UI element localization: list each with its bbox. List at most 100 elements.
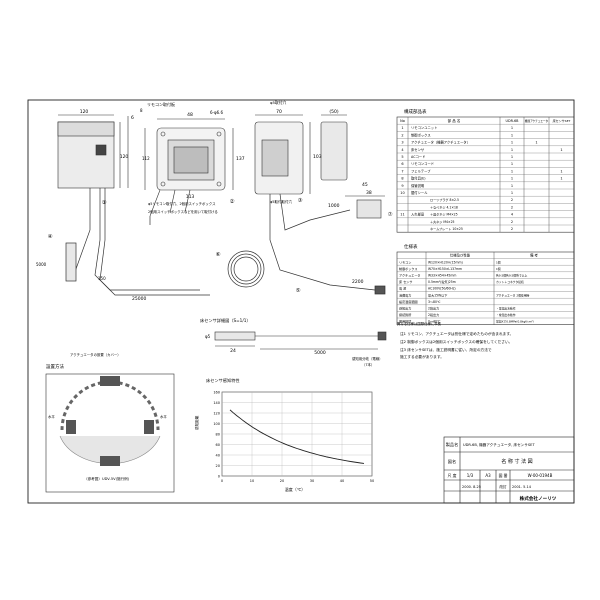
- spec-row-remark: 各9.5個各9.5個所で以上: [496, 274, 527, 278]
- parts-group-no: 11: [400, 213, 404, 217]
- callout-2: ②: [230, 198, 235, 205]
- parts-row-name: 取付具(E): [411, 176, 426, 181]
- graph-ylabel: 感知距離: [194, 415, 199, 430]
- parts-row-q3: 1: [560, 177, 562, 181]
- cable-len-25000: 25000: [132, 296, 146, 302]
- remote-dim-height: 120: [120, 154, 129, 160]
- graph-ytick: 20: [216, 464, 220, 468]
- graph-ytick: 0: [218, 475, 220, 479]
- tb-date2: 2001. 5.14: [512, 485, 532, 489]
- tb-product-label: 製品名: [446, 441, 459, 448]
- spec-row-remark: 常温Kで0.8MPa(0.8kgf/cm²): [496, 320, 534, 324]
- install-title: 設置方法: [46, 363, 64, 370]
- spec-row-spec: W120×H120×(15mm): [428, 260, 463, 264]
- callout-6: ⑥: [216, 252, 221, 258]
- spec-row-spec: W70×H150×L137mm: [428, 267, 462, 271]
- callout-circles: ① ② ③ ④ ⑤ ⑥ ⑦: [48, 198, 393, 294]
- parts-head-col2: 機器アクチュエータ: [525, 119, 549, 123]
- graph-ytick: 140: [213, 401, 220, 405]
- parts-row-q2: 1: [535, 141, 537, 145]
- box-dim-48: 48: [187, 112, 193, 118]
- parts-row-name: アクチュエータ（機器アクチュエータ）: [411, 140, 470, 145]
- spec-row-spec: 2段出力: [428, 306, 439, 311]
- parts-row-name: 保管説明: [411, 183, 425, 188]
- note-2: 注2 制御ボックスは2個用スイッチボックスの確保をしてください。: [400, 339, 512, 344]
- spec-row-remark: ・常温出水動作: [496, 307, 516, 311]
- spec-table-title: 仕様表: [404, 243, 418, 250]
- spec-row-cat: リモコン: [399, 260, 411, 264]
- parts-row-q1: 1: [511, 191, 513, 195]
- graph-ytick: 160: [213, 391, 220, 395]
- control-box-label: リモコン取付板: [147, 101, 175, 107]
- parts-sub-q: 2: [511, 205, 513, 209]
- spec-row-cat: 制御ボックス: [399, 266, 417, 271]
- callout-7: ⑦: [388, 211, 393, 218]
- spec-footnote: 異なる仕様は国際仕様に準拠: [397, 321, 442, 326]
- install-top-note: アクチュエータの設置（カバー）: [70, 352, 121, 357]
- graph-xtick: 40: [340, 479, 344, 483]
- sensor-dim-phi: φ5: [205, 334, 211, 339]
- tb-drawing-label: 図名: [448, 458, 456, 465]
- parts-row-q1: 1: [511, 126, 513, 130]
- tb-scale: 1/3: [467, 473, 474, 478]
- spec-head-remark: 備 考: [530, 253, 538, 258]
- spec-row-remark: アクチュエータ 2個使用時: [496, 293, 529, 297]
- control-box-drawing: [144, 118, 234, 217]
- spec-row-cat: 電 源: [399, 286, 406, 291]
- parts-row-q1: 1: [511, 162, 513, 166]
- actuator-drawing: [254, 114, 385, 219]
- box-note-1: φ5リモコン取付穴、2個用スイッチボックス: [148, 201, 216, 206]
- graph-xtick: 0: [221, 479, 223, 483]
- parts-row-q3: 1: [560, 169, 562, 173]
- cable-lines: [65, 188, 386, 296]
- cable-len-150: 150: [98, 276, 106, 281]
- parts-row-name: ACコード: [411, 155, 425, 159]
- parts-row-no: 4: [401, 148, 404, 152]
- remote-dim-width: 120: [80, 109, 89, 115]
- install-right-label: 水平: [160, 414, 167, 419]
- cable-len-2200: 2200: [352, 279, 364, 285]
- parts-row-no: 8: [401, 177, 403, 181]
- spec-row-cat: 設定温度範囲: [399, 299, 418, 304]
- parts-row-name: フェルテープ: [411, 168, 431, 173]
- notes: 注1 リモコン、アクチュエータは別仕様で定めたものが含まれます。 注2 制御ボッ…: [400, 331, 513, 359]
- graph-xtick: 10: [250, 479, 254, 483]
- parts-row-name: リモコンユニット: [411, 126, 437, 130]
- graph-curve: [229, 409, 365, 464]
- cable-len-5000: 5000: [36, 262, 47, 267]
- parts-row-q1: 1: [511, 148, 513, 152]
- parts-row-name: 床センサ: [411, 147, 425, 152]
- parts-table-title: 構成部品表: [404, 108, 427, 115]
- note-4: 施工する必要があります。: [400, 354, 444, 359]
- graph-xtick: 20: [280, 479, 284, 483]
- note-3: 注3 床センサSETは、施工説明書に従い、所定の方法で: [400, 347, 492, 352]
- parts-sub-name: ＋皿タネジ M4×25: [430, 212, 458, 217]
- act-dim-45: 45: [362, 182, 368, 188]
- act-dim-103: 103: [313, 154, 322, 160]
- parts-row-no: 10: [400, 191, 404, 195]
- parts-row-q1: 1: [511, 133, 513, 137]
- callout-5: ⑤: [296, 288, 301, 294]
- graph-ytick: 40: [216, 454, 220, 458]
- parts-row-q1: 1: [511, 155, 513, 159]
- box-note-2: 2個用スイッチボックスなどを用いて取付ける: [148, 209, 218, 214]
- tb-number-label: 図 番: [499, 473, 508, 478]
- parts-row-q1: 1: [511, 177, 513, 181]
- install-diagram: [45, 373, 175, 493]
- callout-1: ①: [102, 200, 107, 206]
- tb-date1: 2000. 8.25: [462, 485, 481, 489]
- graph-ytick: 100: [213, 422, 220, 426]
- tb-number: W-00-0194B: [528, 473, 553, 478]
- parts-sub-q: 2: [511, 220, 513, 224]
- parts-row-no: 2: [401, 133, 403, 137]
- tb-drawing: 名 称 寸 法 図: [501, 458, 532, 465]
- graph-ytick: 60: [216, 443, 220, 447]
- parts-row-q1: 1: [511, 141, 513, 145]
- sensor-detail-drawing: [214, 331, 387, 350]
- act-dim-70: 70: [276, 109, 282, 115]
- parts-row-no: 1: [401, 126, 403, 130]
